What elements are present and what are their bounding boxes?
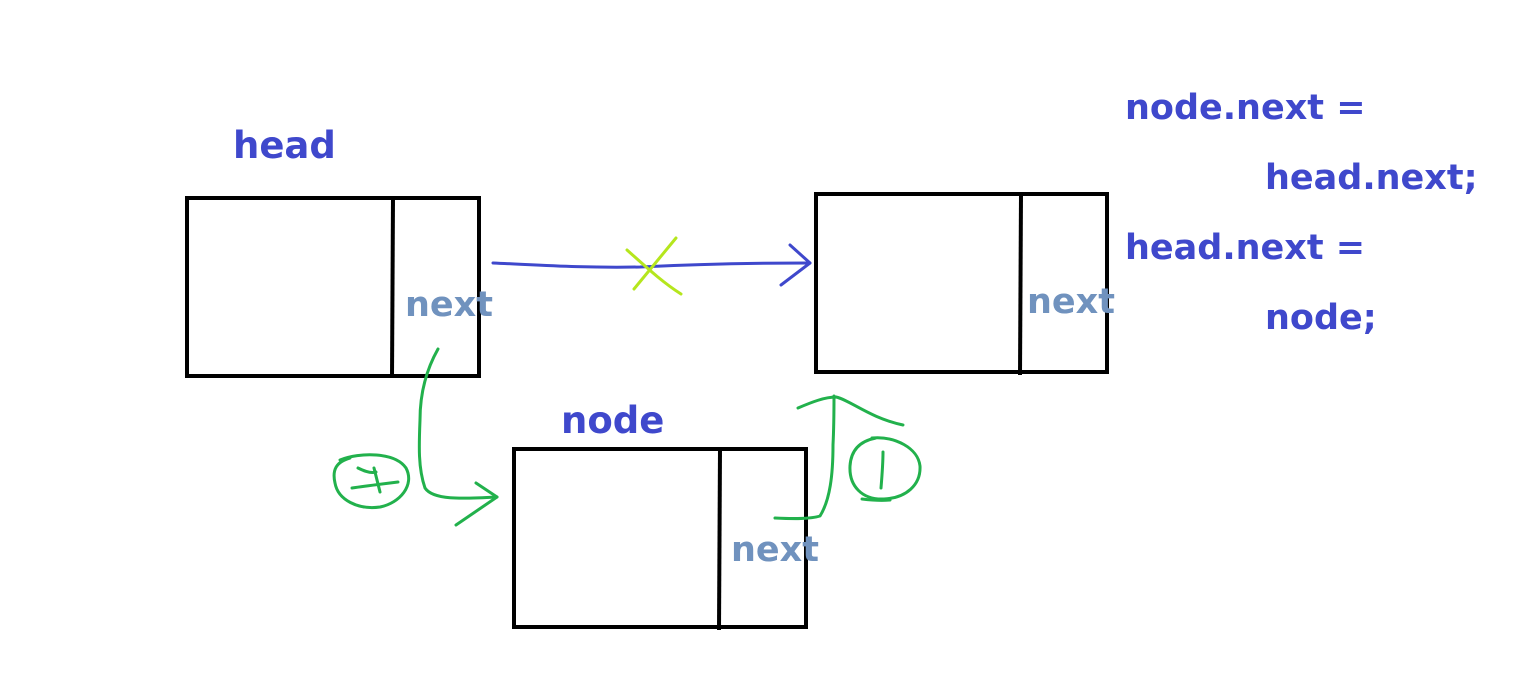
step-2-circle-icon (332, 453, 411, 510)
code-line-2: head.next; (1265, 158, 1478, 198)
right-next-field-label: next (1027, 282, 1115, 322)
code-line-1: node.next = (1125, 88, 1366, 128)
inserted-node-box (512, 447, 808, 631)
next-node-box (814, 192, 1109, 376)
step-2-arrow (417, 347, 499, 527)
node-next-field-label: next (731, 530, 819, 570)
head-next-field-label: next (405, 285, 493, 325)
step-1-circle-icon (848, 436, 922, 502)
cross-mark-icon (625, 236, 683, 296)
step-1-arrow (773, 394, 905, 521)
node-label: node (561, 399, 665, 442)
code-line-3: head.next = (1125, 228, 1366, 268)
code-line-4: node; (1265, 298, 1377, 338)
head-label: head (233, 124, 336, 167)
old-link-arrow (491, 243, 812, 287)
head-node-box (185, 196, 481, 379)
